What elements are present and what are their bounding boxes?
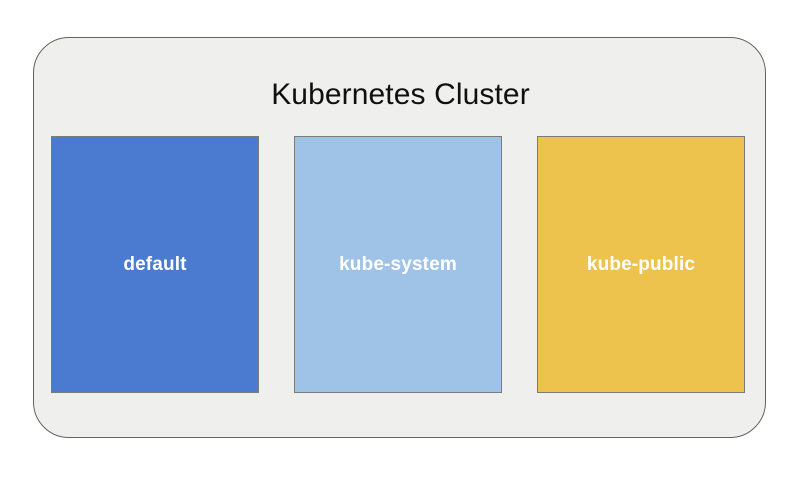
namespace-box-kube-system[interactable]: kube-system — [294, 136, 502, 393]
cluster-title: Kubernetes Cluster — [271, 78, 530, 111]
namespace-label-default: default — [123, 253, 187, 275]
namespace-label-kube-system: kube-system — [339, 253, 457, 275]
namespace-row: default kube-system kube-public — [51, 136, 745, 393]
namespace-box-kube-public[interactable]: kube-public — [537, 136, 745, 393]
namespace-label-kube-public: kube-public — [586, 253, 696, 275]
namespace-box-default[interactable]: default — [51, 136, 259, 393]
kubernetes-cluster-boundary: Kubernetes Cluster default kube-system k… — [33, 37, 766, 438]
